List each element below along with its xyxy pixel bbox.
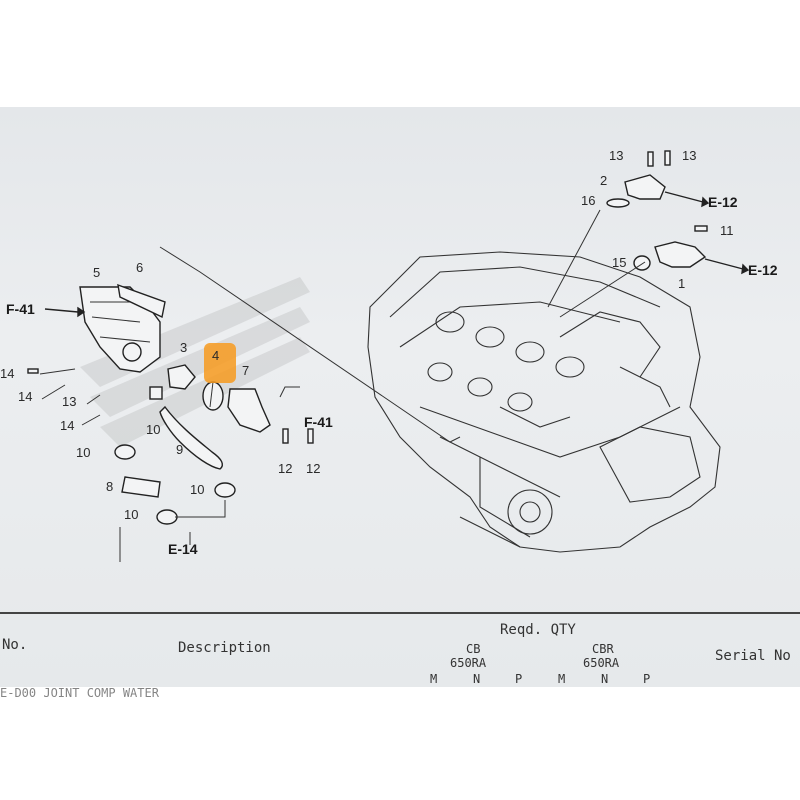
part-label-14b: 14: [18, 389, 32, 404]
sub-n2: N: [601, 672, 609, 686]
exploded-parts-diagram: 13 13 2 16 11 15 1 5 6 3 4 7 14 14 13 14…: [0, 148, 778, 562]
thermostat-housing-group: [27, 246, 461, 562]
group2-line2: 650RA: [583, 656, 620, 670]
part-label-2: 2: [600, 173, 607, 188]
part-label-14c: 14: [60, 418, 74, 433]
part-label-13c: 13: [62, 394, 76, 409]
ref-f41-left: F-41: [6, 301, 35, 317]
part-label-10d: 10: [124, 507, 138, 522]
engine-assembly: [367, 251, 721, 553]
table-row-partial: E-D00 JOINT COMP WATER: [0, 686, 159, 700]
part-label-10b: 10: [76, 445, 90, 460]
sub-m1: M: [430, 672, 438, 686]
part-label-11: 11: [720, 223, 734, 238]
upper-fittings: [547, 150, 708, 318]
part-labels: 13 13 2 16 11 15 1 5 6 3 4 7 14 14 13 14…: [0, 148, 778, 557]
part-label-13a: 13: [609, 148, 623, 163]
part-label-6: 6: [136, 260, 143, 275]
part-label-8: 8: [106, 479, 113, 494]
group1-line2: 650RA: [450, 656, 487, 670]
part-label-12b: 12: [306, 461, 320, 476]
part-label-13b: 13: [682, 148, 696, 163]
table-header-rule: [0, 612, 800, 614]
part-label-4: 4: [212, 348, 219, 363]
part-label-10c: 10: [190, 482, 204, 497]
ref-e12-upper: E-12: [708, 194, 738, 210]
part-label-10a: 10: [146, 422, 160, 437]
ref-f41-right: F-41: [304, 414, 333, 430]
part-label-9: 9: [176, 442, 183, 457]
column-description: Description: [178, 640, 271, 656]
part-label-15: 15: [612, 255, 626, 270]
part-label-3: 3: [180, 340, 187, 355]
ref-arrows: [44, 191, 750, 318]
part-label-7: 7: [242, 363, 249, 378]
part-label-14a: 14: [0, 366, 14, 381]
part-label-1: 1: [678, 276, 685, 291]
group2-line1: CBR: [592, 642, 614, 656]
column-serial-no: Serial No: [715, 648, 791, 664]
parts-diagram-photo: 13 13 2 16 11 15 1 5 6 3 4 7 14 14 13 14…: [0, 107, 800, 687]
column-no: No.: [2, 637, 28, 653]
part-label-5: 5: [93, 265, 100, 280]
column-reqd-qty: Reqd. QTY: [500, 622, 576, 638]
part-label-12a: 12: [278, 461, 292, 476]
sub-p2: P: [643, 672, 651, 686]
ref-e12-lower: E-12: [748, 262, 778, 278]
sub-n1: N: [473, 672, 481, 686]
parts-table: No. Description Reqd. QTY CB 650RA CBR 6…: [0, 600, 800, 700]
group1-line1: CB: [466, 642, 481, 656]
sub-m2: M: [558, 672, 566, 686]
part-label-16: 16: [581, 193, 595, 208]
sub-p1: P: [515, 672, 523, 686]
ref-e14: E-14: [168, 541, 198, 557]
highlight-marker: [204, 343, 236, 383]
